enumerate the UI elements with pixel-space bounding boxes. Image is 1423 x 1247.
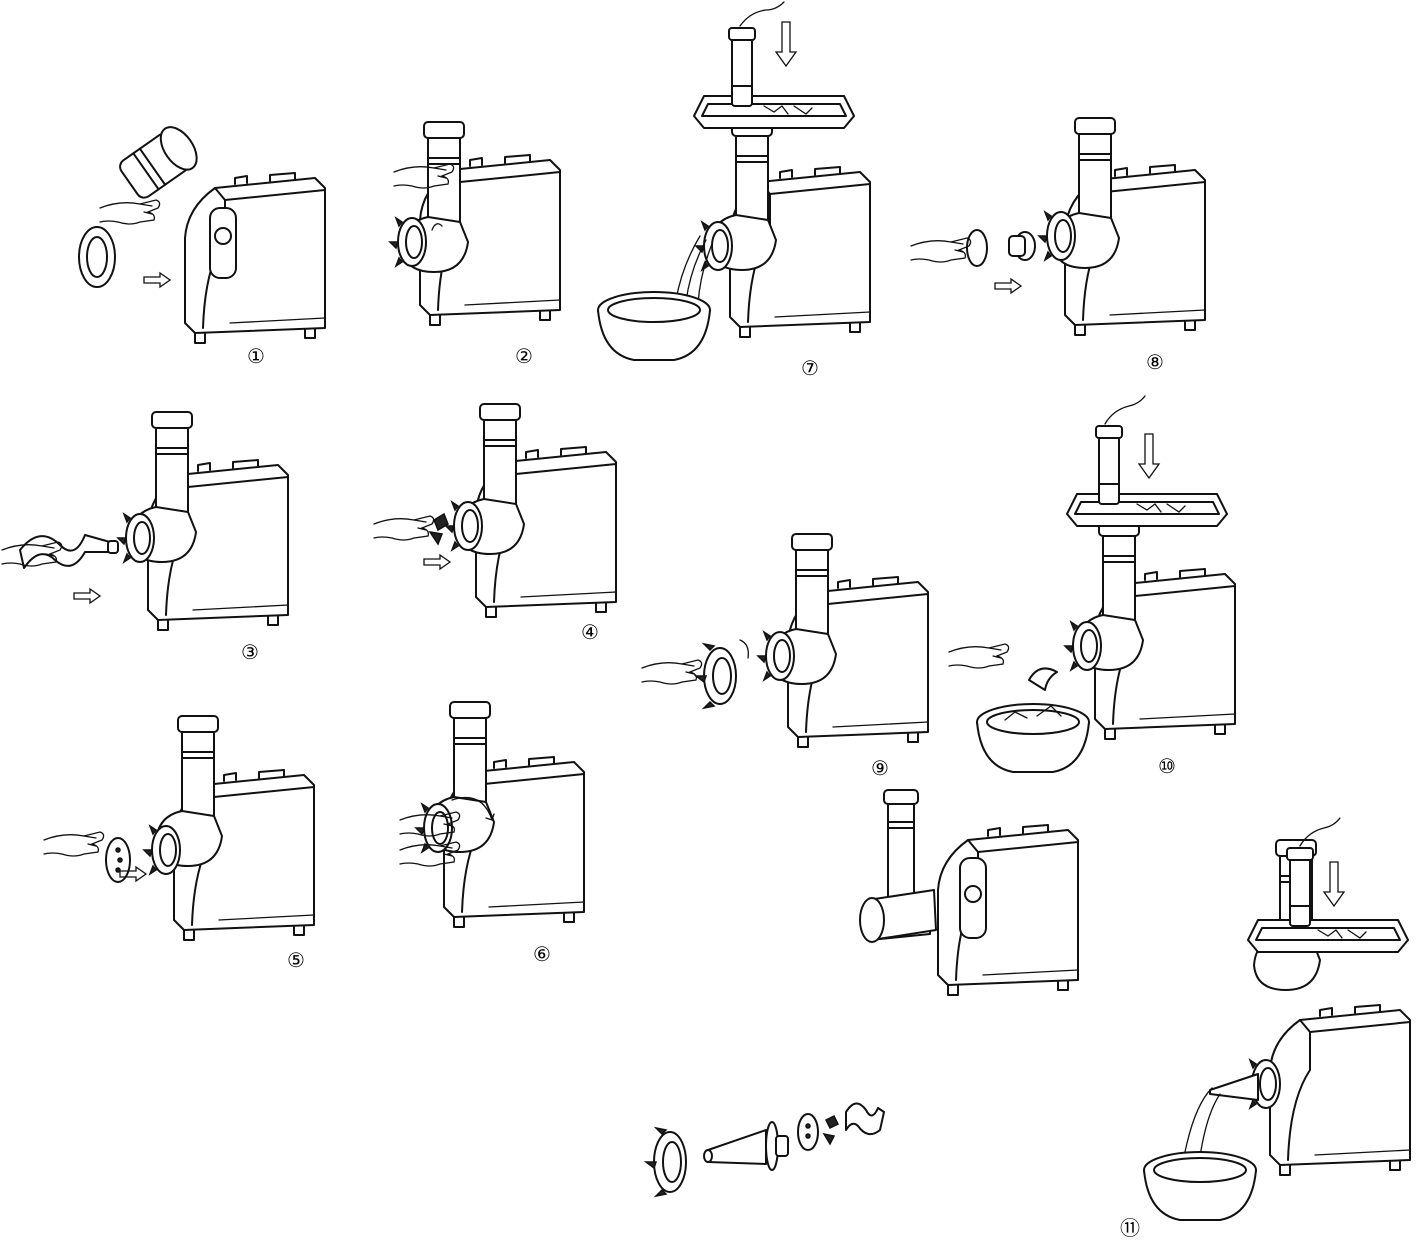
meat-grinder-body-icon: [43, 715, 315, 941]
cutting-plate-icon: [105, 837, 131, 883]
step-1-illustration: ①: [60, 126, 350, 380]
cutting-blade-icon: [822, 1114, 840, 1146]
step-6-illustration: ⑥: [390, 700, 610, 970]
cutting-plate-icon: [797, 1113, 819, 1151]
sausage-attachment-icon: [966, 229, 1036, 267]
meat-grinder-body-icon: [641, 533, 929, 748]
auger-icon: [845, 1102, 885, 1136]
ring-nut-icon: [643, 1126, 687, 1198]
step-2-number: ②: [515, 344, 533, 368]
step-9-number: ⑨: [871, 756, 889, 780]
meat-grinder-body-icon: [910, 117, 1206, 336]
step-6-number: ⑥: [533, 942, 551, 966]
step-5-number: ⑤: [287, 948, 305, 972]
step-8-number: ⑧: [1146, 350, 1164, 374]
grinder-head-icon: [859, 789, 937, 943]
step-8-illustration: ⑧: [905, 110, 1225, 380]
meat-grinder-body-icon: [78, 126, 326, 344]
step-11-illustration: ⑪: [640, 789, 1420, 1247]
step-4-illustration: ④: [370, 400, 640, 660]
meat-grinder-body-icon: [948, 395, 1236, 773]
meat-grinder-body-icon: [399, 701, 585, 928]
step-4-number: ④: [581, 620, 599, 644]
step-2-illustration: ②: [380, 120, 580, 370]
step-10-illustration: ⑩: [945, 390, 1245, 790]
meat-grinder-body-icon: [643, 789, 1411, 1221]
step-10-number: ⑩: [1158, 754, 1176, 778]
step-5-illustration: ⑤: [40, 710, 340, 980]
meat-grinder-body-icon: [389, 121, 561, 326]
step-7-number: ⑦: [801, 356, 819, 380]
meat-grinder-body-icon: [597, 1, 871, 361]
ring-nut-icon: [693, 642, 737, 710]
meat-grinder-body-icon: [373, 403, 617, 618]
sausage-attachment-icon: [703, 1121, 789, 1171]
meat-grinder-body-icon: [1, 411, 289, 631]
step-7-illustration: ⑦: [590, 0, 880, 385]
step-3-number: ③: [241, 640, 259, 664]
step-11-number: ⑪: [1120, 1216, 1140, 1240]
step-3-illustration: ③: [0, 400, 310, 664]
step-9-illustration: ⑨: [640, 530, 940, 790]
auger-icon: [19, 534, 119, 569]
cutting-blade-icon: [428, 512, 449, 546]
step-1-number: ①: [247, 344, 265, 368]
